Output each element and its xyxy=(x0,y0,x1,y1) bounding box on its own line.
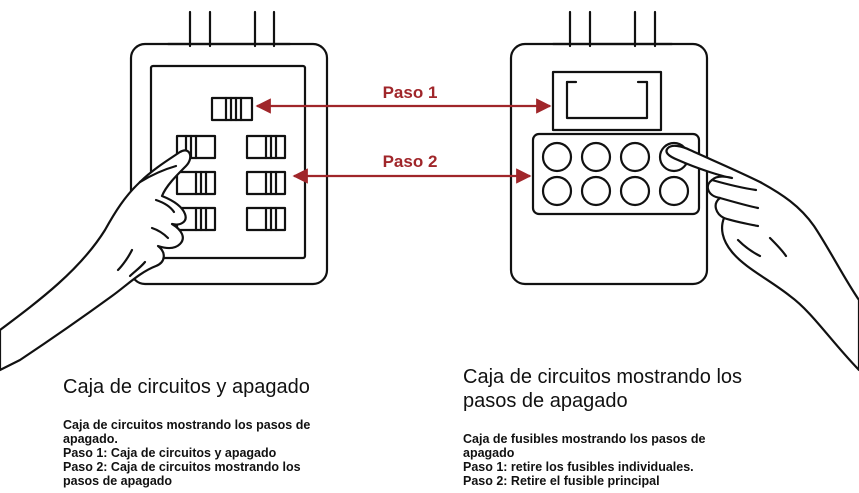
step1-label: Paso 1 xyxy=(383,83,438,102)
fuse xyxy=(619,175,651,207)
fuse-panel xyxy=(531,132,701,216)
fuse xyxy=(658,175,690,207)
left-caption-line: Paso 2: Caja de circuitos mostrando los xyxy=(63,460,301,474)
breaker-box-outer xyxy=(129,42,329,286)
breaker-switch xyxy=(245,134,287,160)
fuse-box-wires xyxy=(551,10,674,48)
right-caption-line: Paso 1: retire los fusibles individuales… xyxy=(463,460,694,474)
right-caption-body: Caja de fusibles mostrando los pasos de … xyxy=(463,432,705,488)
left-hand-illustration xyxy=(0,149,192,372)
fuse xyxy=(580,175,612,207)
fuse xyxy=(541,175,573,207)
fuse xyxy=(580,141,612,173)
right-caption-title-line: pasos de apagado xyxy=(463,390,628,412)
left-caption-body: Caja de circuitos mostrando los pasos de… xyxy=(63,418,310,488)
step2-label: Paso 2 xyxy=(383,152,438,171)
right-caption-title: Caja de circuitos mostrando los pasos de… xyxy=(463,365,742,413)
left-caption-line: Caja de circuitos mostrando los pasos de xyxy=(63,418,311,432)
left-caption-line: Paso 1: Caja de circuitos y apagado xyxy=(63,446,277,460)
breaker-switch xyxy=(245,170,287,196)
fuse-box xyxy=(509,10,709,286)
right-caption-line: Paso 2: Retire el fusible principal xyxy=(463,474,660,488)
left-caption-title: Caja de circuitos y apagado xyxy=(63,376,310,398)
breaker-switch xyxy=(245,206,287,232)
step1-arrow: Paso 1 xyxy=(255,83,552,114)
right-caption-line: Caja de fusibles mostrando los pasos de xyxy=(463,432,706,446)
step2-arrow: Paso 2 xyxy=(292,152,532,184)
left-caption-line: apagado. xyxy=(63,432,118,446)
breaker-switch xyxy=(175,170,217,196)
left-caption-line: pasos de apagado xyxy=(63,474,173,488)
breaker-box-inner-panel xyxy=(149,64,307,260)
breaker-box-wires xyxy=(166,10,292,48)
right-hand-illustration xyxy=(665,144,859,372)
right-caption-title-line: Caja de circuitos mostrando los xyxy=(463,366,743,388)
main-fuse-holder xyxy=(551,70,663,132)
fuse xyxy=(541,141,573,173)
fuse xyxy=(619,141,651,173)
main-breaker xyxy=(210,96,254,122)
right-caption-line: apagado xyxy=(463,446,515,460)
breaker-box xyxy=(129,10,329,286)
